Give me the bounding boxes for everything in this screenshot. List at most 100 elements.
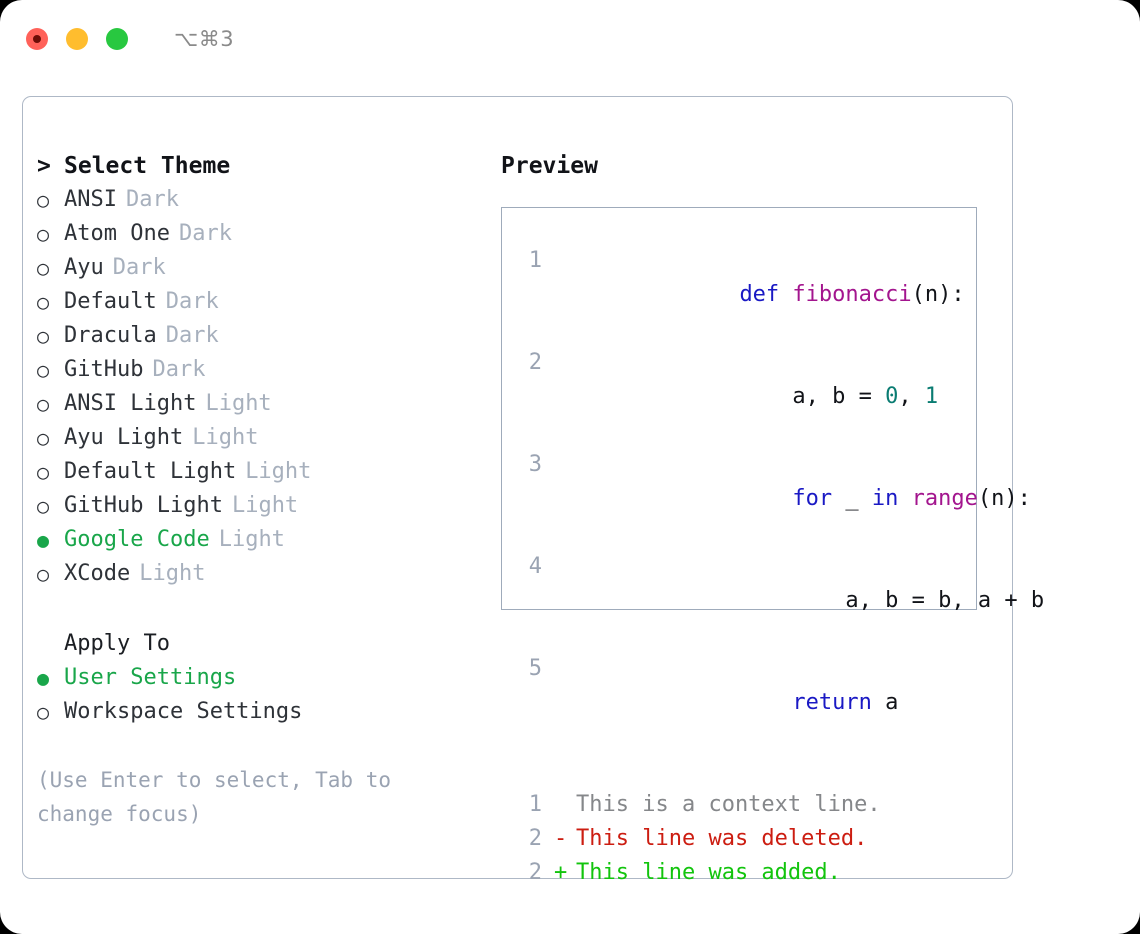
theme-option-ansi-light[interactable]: ○ ANSI Light Light: [37, 387, 487, 421]
diff-marker: -: [554, 826, 568, 851]
theme-category: Light: [205, 391, 272, 416]
preview-box: 1 def fibonacci(n): 2 a, b = 0, 1 3: [501, 207, 1044, 885]
code-line: 3 for _ in range(n):: [514, 448, 1031, 550]
theme-name: Ayu: [64, 255, 104, 280]
apply-to-title: Apply To: [64, 631, 170, 656]
theme-name: XCode: [64, 561, 131, 586]
line-number: 2: [528, 826, 542, 851]
radio-unselected-icon: ○: [37, 392, 50, 416]
minimize-icon[interactable]: [66, 28, 88, 50]
maximize-icon[interactable]: [106, 28, 128, 50]
code-token: _: [832, 486, 872, 511]
theme-option-dracula-dark[interactable]: ○ Dracula Dark: [37, 319, 487, 353]
code-token: a, b =: [739, 384, 886, 409]
diff-text: This line was added.: [576, 860, 841, 885]
radio-unselected-icon: ○: [37, 324, 50, 348]
theme-category: Light: [245, 459, 312, 484]
theme-name: ANSI: [64, 187, 117, 212]
theme-option-ansi-dark[interactable]: ○ ANSI Dark: [37, 183, 487, 217]
theme-name: GitHub: [64, 357, 144, 382]
radio-unselected-icon: ○: [37, 460, 50, 484]
title-bar: ⌥⌘3: [0, 0, 1140, 78]
code-token: (n):: [977, 486, 1031, 511]
code-token: in: [871, 486, 899, 511]
code-token: 1: [924, 384, 939, 409]
radio-unselected-icon: ○: [37, 358, 50, 382]
diff-line-added: 2 + This line was added.: [514, 856, 976, 890]
theme-name: ANSI Light: [64, 391, 197, 416]
keyboard-shortcut-label: ⌥⌘3: [174, 27, 235, 51]
radio-unselected-icon: ○: [37, 494, 50, 518]
line-number: 2: [528, 860, 542, 885]
apply-to-name: Workspace Settings: [64, 699, 303, 724]
line-number: 1: [528, 792, 542, 817]
apply-to-option-user-settings[interactable]: ● User Settings: [37, 661, 487, 695]
code-line: 5 return a: [514, 652, 976, 754]
code-token: [739, 486, 792, 511]
theme-option-default-dark[interactable]: ○ Default Dark: [37, 285, 487, 319]
preview-title: Preview: [501, 153, 598, 179]
diff-marker: +: [554, 860, 568, 885]
code-token: return: [792, 690, 872, 715]
theme-category: Light: [218, 527, 285, 552]
radio-unselected-icon: ○: [37, 188, 50, 212]
theme-option-github-light[interactable]: ○ GitHub Light Light: [37, 489, 487, 523]
code-line: 1 def fibonacci(n):: [514, 244, 976, 346]
theme-category: Light: [231, 493, 299, 518]
apply-to-header: Apply To: [37, 627, 487, 661]
diff-line-deleted: 2 - This line was deleted.: [514, 822, 976, 856]
theme-option-ayu-light[interactable]: ○ Ayu Light Light: [37, 421, 487, 455]
line-number: 5: [528, 656, 542, 681]
theme-category: Light: [192, 425, 259, 450]
apply-to-name: User Settings: [64, 665, 237, 690]
radio-unselected-icon: ○: [37, 426, 50, 450]
radio-selected-icon: ●: [37, 528, 50, 552]
radio-unselected-icon: ○: [37, 222, 50, 246]
code-token: fibonacci: [792, 282, 912, 307]
line-number: 2: [528, 350, 542, 375]
select-theme-header: > Select Theme: [37, 149, 487, 183]
radio-selected-icon: ●: [37, 666, 50, 690]
theme-option-ayu-dark[interactable]: ○ Ayu Dark: [37, 251, 487, 285]
code-token: 0: [885, 384, 899, 409]
line-number: 1: [528, 248, 542, 273]
radio-unselected-icon: ○: [37, 700, 50, 724]
theme-category: Dark: [152, 357, 206, 382]
main-panel: > Select Theme ○ ANSI Dark ○ Atom One Da…: [22, 96, 1044, 885]
theme-category: Dark: [125, 187, 179, 212]
theme-category: Dark: [178, 221, 232, 246]
code-token: for: [792, 486, 833, 511]
line-number: 3: [528, 452, 542, 477]
theme-name: Dracula: [64, 323, 157, 348]
select-theme-title: Select Theme: [64, 153, 231, 179]
close-icon[interactable]: [26, 28, 48, 50]
diff-text: This line was deleted.: [576, 826, 868, 851]
theme-name: Default: [64, 289, 157, 314]
line-number: 4: [528, 554, 542, 579]
code-token: (n):: [911, 282, 965, 307]
theme-option-google-code-light[interactable]: ● Google Code Light: [37, 523, 487, 557]
theme-option-xcode-light[interactable]: ○ XCode Light: [37, 557, 487, 591]
code-token: a, b = b, a + b: [739, 588, 1045, 613]
theme-name: Google Code: [64, 527, 210, 552]
radio-unselected-icon: ○: [37, 290, 50, 314]
theme-option-github-dark[interactable]: ○ GitHub Dark: [37, 353, 487, 387]
code-token: ,: [898, 384, 925, 409]
list-spacer: [37, 591, 487, 627]
radio-unselected-icon: ○: [37, 562, 50, 586]
preview-gap: [514, 754, 976, 788]
theme-category: Dark: [165, 323, 219, 348]
theme-category: Dark: [112, 255, 166, 280]
theme-name: GitHub Light: [64, 493, 223, 518]
theme-name: Default Light: [64, 459, 237, 484]
apply-to-option-workspace-settings[interactable]: ○ Workspace Settings: [37, 695, 487, 729]
code-token: range: [911, 486, 978, 511]
theme-name: Atom One: [64, 221, 170, 246]
theme-option-atom-one-dark[interactable]: ○ Atom One Dark: [37, 217, 487, 251]
theme-option-default-light[interactable]: ○ Default Light Light: [37, 455, 487, 489]
caret-icon: >: [37, 153, 51, 179]
radio-unselected-icon: ○: [37, 256, 50, 280]
keyboard-hint-text: (Use Enter to select, Tab to change focu…: [37, 768, 392, 826]
code-token: def: [739, 282, 793, 307]
